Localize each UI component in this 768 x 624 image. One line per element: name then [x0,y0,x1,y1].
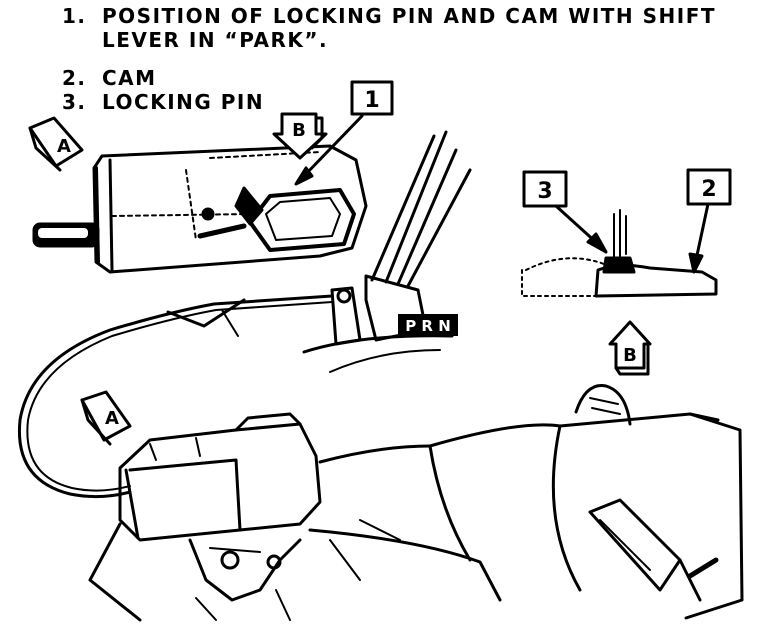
legend-item-1-continued: LEVER IN “PARK”. [62,28,716,52]
cam-detail [521,209,718,298]
legend-item-1-number: 1. [62,4,87,28]
view-a-arrow-bottom [80,390,132,446]
view-b-right-label: B [623,345,637,366]
legend-item-1-line-2: LEVER IN “PARK”. [102,28,329,52]
view-b-top-label: B [292,120,306,141]
view-a-bottom-label: A [105,408,119,429]
callout-1 [294,80,394,186]
legend-item-3-label: LOCKING PIN [102,90,265,114]
callout-3 [522,170,608,254]
legend: 1. POSITION OF LOCKING PIN AND CAM WITH S… [62,4,716,114]
callout-1-label: 1 [364,88,379,113]
view-a-top-label: A [57,136,71,157]
legend-item-3-number: 3. [62,90,87,114]
legend-item-3: 3. LOCKING PIN [62,90,716,114]
legend-item-1-line-1: POSITION OF LOCKING PIN AND CAM WITH SHI… [102,4,717,28]
shift-indicator-label: P R N [405,317,451,335]
legend-item-2-label: CAM [102,66,157,90]
shift-lever-assembly [302,130,472,373]
legend-item-1: 1. POSITION OF LOCKING PIN AND CAM WITH S… [62,4,716,28]
callout-2 [686,168,732,274]
lock-housing-detail [32,144,368,274]
steering-column [88,384,744,622]
legend-item-2: 2. CAM [62,66,716,90]
shift-indicator [398,314,458,336]
lock-cable [17,294,334,499]
view-b-arrow-top [272,112,328,160]
callout-3-label: 3 [537,179,552,204]
view-a-arrow-top [28,116,84,172]
callout-2-label: 2 [701,177,716,202]
view-b-arrow-right [608,320,652,376]
legend-item-2-number: 2. [62,66,87,90]
